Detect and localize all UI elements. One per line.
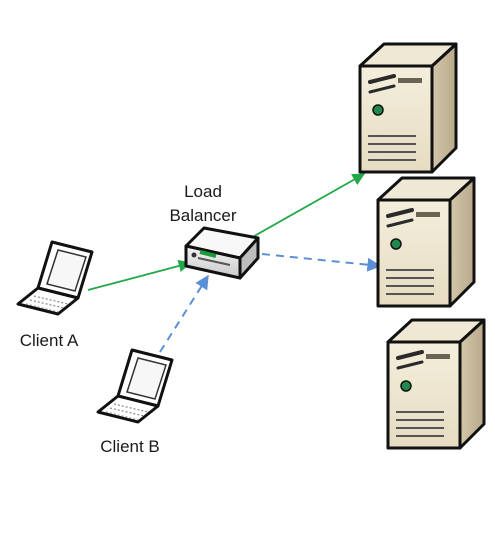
client-a-to-balancer-arrow bbox=[87, 259, 192, 291]
server-tower-icon bbox=[358, 42, 458, 174]
server-tower-icon bbox=[376, 176, 476, 308]
load-balancer-label-line1: Load bbox=[184, 182, 222, 201]
server-tower-icon bbox=[386, 318, 486, 450]
network-switch-icon bbox=[184, 226, 260, 280]
balancer-to-server-1-arrow bbox=[241, 173, 366, 244]
client-a-label: Client A bbox=[19, 331, 79, 350]
laptop-icon bbox=[96, 348, 174, 424]
laptop-icon bbox=[16, 240, 94, 316]
load-balancer-label-line2: Balancer bbox=[169, 206, 237, 225]
client-b-label: Client B bbox=[100, 437, 160, 456]
client-b-to-balancer-arrow bbox=[159, 274, 209, 353]
balancer-to-server-2-arrow bbox=[261, 253, 382, 272]
